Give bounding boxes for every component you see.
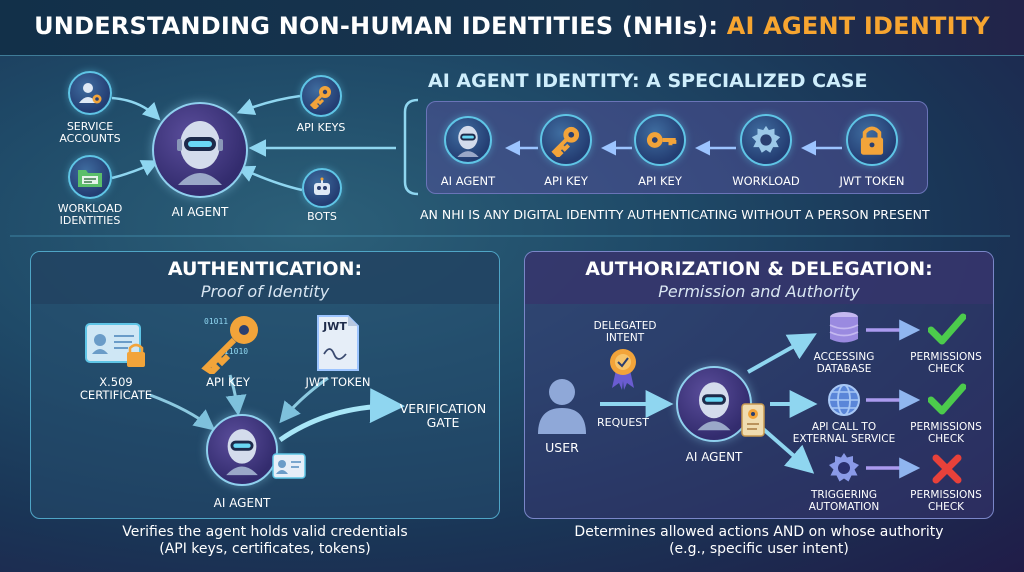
user-label: USER <box>545 440 579 455</box>
robot-head-icon <box>457 125 479 157</box>
authorization-title: AUTHORIZATION & DELEGATION: <box>585 258 933 280</box>
ai-agent-center-label: AI AGENT <box>171 205 229 219</box>
gear-icon <box>826 450 862 486</box>
key-icon <box>551 126 580 157</box>
title-highlight: AI AGENT IDENTITY <box>726 12 990 40</box>
user-icon <box>534 376 590 436</box>
bots-label: BOTS <box>307 210 337 223</box>
api-key-label: API KEY <box>206 375 250 389</box>
binary-key-icon: 01011 11010 <box>196 312 266 376</box>
chain-ai-agent-node <box>444 116 492 164</box>
chain-api-key-node-2 <box>634 114 686 166</box>
svg-text:11010: 11010 <box>224 347 248 356</box>
rosette-icon <box>608 348 638 390</box>
authorization-header <box>525 252 993 304</box>
jwt-document-icon <box>314 314 362 372</box>
scroll-gear-icon <box>738 402 768 438</box>
request-label: REQUEST <box>597 416 649 429</box>
bot-icon <box>314 177 330 195</box>
chain-label: AI AGENT <box>440 174 496 188</box>
specialized-title: AI AGENT IDENTITY: A SPECIALIZED CASE <box>428 70 868 92</box>
check-mark-icon <box>927 382 967 416</box>
bots-node <box>302 168 342 208</box>
chain-label: JWT TOKEN <box>839 174 905 188</box>
ai-agent-center-node <box>152 102 248 198</box>
key-icon <box>309 86 331 109</box>
lock-icon <box>860 126 884 155</box>
chain-workload-node <box>740 114 792 166</box>
api-keys-label: API KEYS <box>296 121 346 134</box>
title-bar <box>0 0 1024 56</box>
user-gear-icon <box>79 83 102 104</box>
certificate-icon <box>84 322 148 368</box>
authentication-subtitle: Proof of Identity <box>200 282 330 301</box>
api-keys-node <box>300 75 342 117</box>
nhi-definition: AN NHI IS ANY DIGITAL IDENTITY AUTHENTIC… <box>420 207 930 222</box>
auth-agent-label: AI AGENT <box>213 496 271 510</box>
authorization-footer: Determines allowed actions AND on whose … <box>574 524 944 557</box>
authorization-subtitle: Permission and Authority <box>658 282 860 301</box>
check-mark-icon <box>927 312 967 346</box>
folder-icon <box>78 170 102 187</box>
robot-head-icon <box>226 429 258 476</box>
robot-head-icon <box>177 121 223 185</box>
globe-icon <box>826 382 862 418</box>
service-accounts-node <box>68 71 112 115</box>
robot-head-icon <box>697 382 731 431</box>
chain-label: API KEY <box>544 174 588 188</box>
authentication-header <box>31 252 499 304</box>
gear-icon <box>751 125 781 153</box>
jwt-badge: JWT <box>323 320 347 333</box>
id-badge-icon <box>272 450 306 480</box>
auth-agent-node <box>206 414 278 486</box>
title-main: UNDERSTANDING NON-HUMAN IDENTITIES (NHIs… <box>34 12 727 40</box>
authentication-footer: Verifies the agent holds valid credentia… <box>122 524 408 557</box>
authz-agent-label: AI AGENT <box>685 450 743 464</box>
chain-api-key-node <box>540 114 592 166</box>
jwt-token-label: JWT TOKEN <box>305 375 371 389</box>
chain-label: API KEY <box>638 174 682 188</box>
cross-mark-icon <box>930 452 964 486</box>
svg-text:01011: 01011 <box>204 317 228 326</box>
workload-identities-node <box>68 155 112 199</box>
chain-jwt-token-node <box>846 114 898 166</box>
page-title: UNDERSTANDING NON-HUMAN IDENTITIES (NHIs… <box>0 12 1024 40</box>
key-icon <box>646 132 677 148</box>
authentication-title: AUTHENTICATION: <box>167 258 363 280</box>
chain-label: WORKLOAD <box>732 174 800 188</box>
database-icon <box>826 310 862 346</box>
